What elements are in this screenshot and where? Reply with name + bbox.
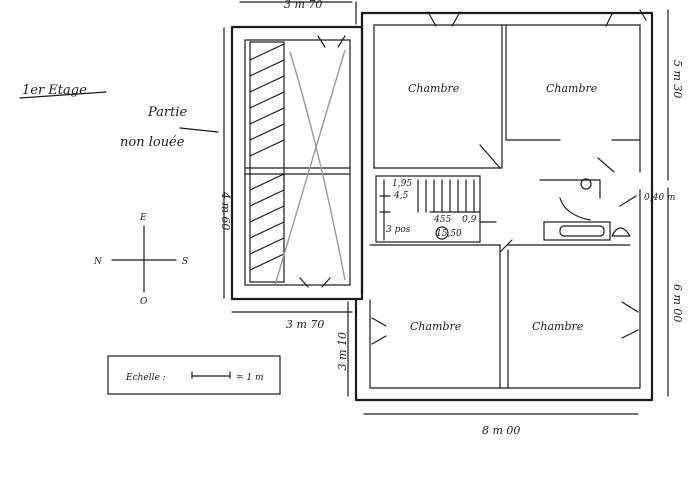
stair-note-c: 3 pos (386, 225, 411, 235)
dimension-lines (223, 1, 669, 415)
bathroom (539, 178, 631, 241)
bathtub-icon (543, 221, 611, 241)
note-line1: Partie (147, 105, 188, 120)
compass-south: S (182, 257, 188, 267)
room-label-top-right: Chambre (546, 82, 598, 95)
note-pointer (179, 127, 219, 133)
staircase (375, 175, 497, 243)
dim-right-bottom-height: 6 m 00 (671, 284, 684, 322)
pencil-line-b (274, 49, 346, 286)
sink-icon (611, 227, 631, 237)
scale-label: Echelle : (125, 373, 166, 383)
apartment-walls (354, 9, 654, 402)
scale-box (107, 355, 281, 395)
compass-north: N (93, 257, 103, 267)
stair-circle (435, 226, 449, 240)
pencil-line-a (289, 51, 346, 281)
compass-east: E (139, 213, 147, 223)
scale-value: = 1 m (236, 373, 264, 383)
room-label-bottom-right: Chambre (532, 320, 584, 333)
room-label-top-left: Chambre (408, 82, 460, 95)
stair-note-b: 4,5 (393, 191, 409, 201)
dim-bottom-left-height: 3 m 10 (336, 332, 349, 370)
stair-note-a: 1,95 (392, 179, 412, 189)
hatching (249, 43, 285, 271)
door-swing (559, 197, 591, 221)
dim-right-top-height: 5 m 30 (671, 60, 684, 98)
dim-left-height: 4 m 60 (219, 191, 232, 230)
non-rented-area (230, 25, 364, 301)
room-label-bottom-left: Chambre (410, 320, 462, 333)
dim-bottom-width: 8 m 00 (482, 424, 520, 437)
dim-gap: 0,40 m (644, 193, 675, 203)
compass-rose (111, 225, 177, 293)
floor-label-underline (19, 91, 107, 99)
note-line2: non louée (120, 135, 185, 150)
stair-note-d: 455 (433, 215, 451, 225)
compass-west: O (140, 297, 148, 307)
toilet-icon (580, 178, 592, 190)
dim-bottom-left-width: 3 m 70 (286, 318, 324, 331)
stair-note-e: 0,9 (462, 215, 477, 225)
dim-top-width: 3 m 70 (284, 0, 322, 11)
stair-note-f: 15,50 (436, 229, 462, 239)
